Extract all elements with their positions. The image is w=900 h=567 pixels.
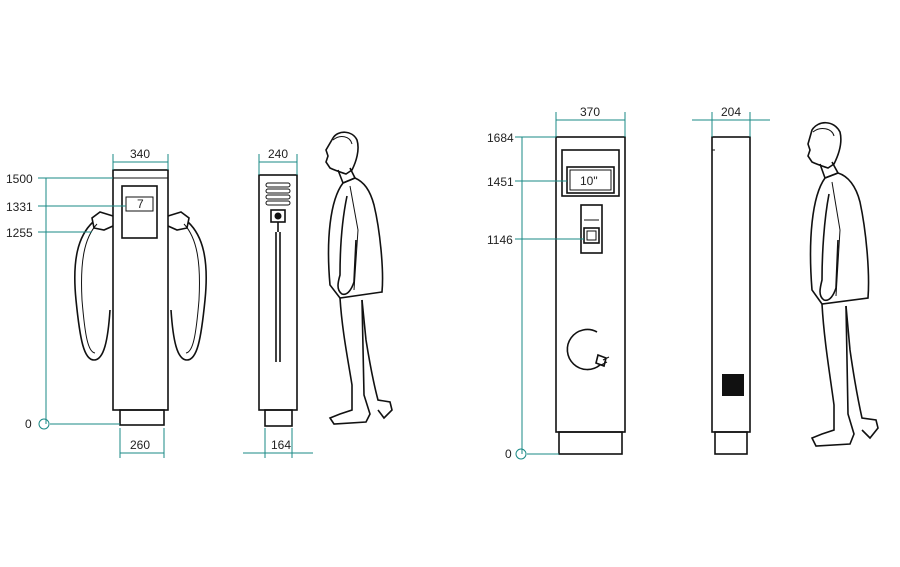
- person-figure-right: [807, 121, 879, 447]
- unit1-side-depth-top-label: 240: [268, 147, 288, 161]
- unit1-screen-symbol: 7: [137, 197, 144, 211]
- unit1-display-panel: [121, 185, 158, 239]
- unit2-zero-label: 0: [505, 447, 512, 461]
- unit2-keypad: [583, 227, 600, 244]
- unit2-side-dimensions: 204: [692, 105, 770, 137]
- unit1-zero-label: 0: [25, 417, 32, 431]
- person-figure-left: [325, 131, 393, 425]
- unit2-height-reader-label: 1146: [487, 233, 513, 247]
- unit2-card-reader: [580, 204, 603, 254]
- unit1-base: [119, 409, 165, 426]
- unit2-side-base: [714, 431, 748, 455]
- unit1-side-dimensions: 240 164: [243, 147, 313, 458]
- unit1-side-depth-base-label: 164: [271, 438, 291, 452]
- unit2-side-panel: [722, 374, 744, 396]
- unit2-plug-symbol: [566, 328, 601, 371]
- unit1-screen: [125, 196, 154, 212]
- unit2-base: [558, 431, 623, 455]
- unit2-screen-housing: [561, 149, 620, 197]
- unit1-dimensions: 340 260 1500 1331 1255 0: [6, 147, 169, 458]
- unit1-left-plug: [91, 211, 114, 231]
- unit2-front-view: 10": [555, 136, 626, 455]
- unit1-front-view: 7: [73, 169, 208, 426]
- unit1-height-screen-label: 1331: [6, 200, 33, 214]
- unit2-screen: [566, 166, 615, 194]
- unit1-side-view: [258, 174, 298, 427]
- unit1-width-top-label: 340: [130, 147, 150, 161]
- unit1-width-base-label: 260: [130, 438, 150, 452]
- unit2-side-depth-label: 204: [721, 105, 741, 119]
- unit1-right-plug: [167, 211, 190, 231]
- unit2-dimensions: 370 1684 1451 1146 0: [487, 105, 626, 461]
- unit2-side-view: [711, 136, 751, 455]
- unit1-left-cable: [73, 221, 111, 361]
- unit2-width-label: 370: [580, 105, 600, 119]
- unit2-screen-label: 10": [580, 174, 598, 188]
- unit1-side-base: [264, 409, 293, 427]
- unit1-right-cable: [170, 221, 208, 361]
- unit1-vent-grille: [265, 182, 291, 206]
- unit2-height-screen-label: 1451: [487, 175, 514, 189]
- unit2-height-total-label: 1684: [487, 131, 514, 145]
- unit1-height-total-label: 1500: [6, 172, 33, 186]
- unit1-height-socket-label: 1255: [6, 226, 33, 240]
